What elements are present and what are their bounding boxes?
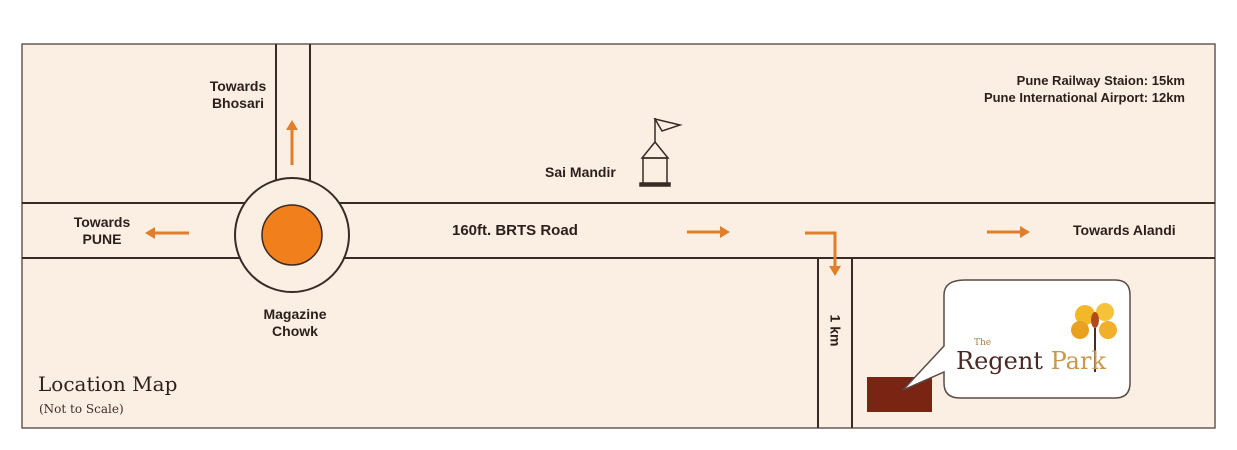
label-brts-road: 160ft. BRTS Road [452,222,578,239]
project-logo-flower-icon [1071,303,1117,372]
logo-the: The [974,338,992,348]
label-sai-mandir: Sai Mandir [545,164,616,180]
temple-icon [639,117,683,187]
map-title: Location Map [38,372,178,396]
arrow-turn-down-icon [805,231,837,268]
direction-arrows [145,120,1030,276]
roads [22,44,1215,428]
project-logo-text: Regent Park [956,347,1106,375]
site-marker [867,279,1131,412]
label-towards-alandi: Towards Alandi [1073,222,1176,238]
label-distance: 1 km [827,314,844,347]
magazine-chowk-roundabout [234,177,350,293]
map-subtitle: (Not to Scale) [39,402,124,416]
